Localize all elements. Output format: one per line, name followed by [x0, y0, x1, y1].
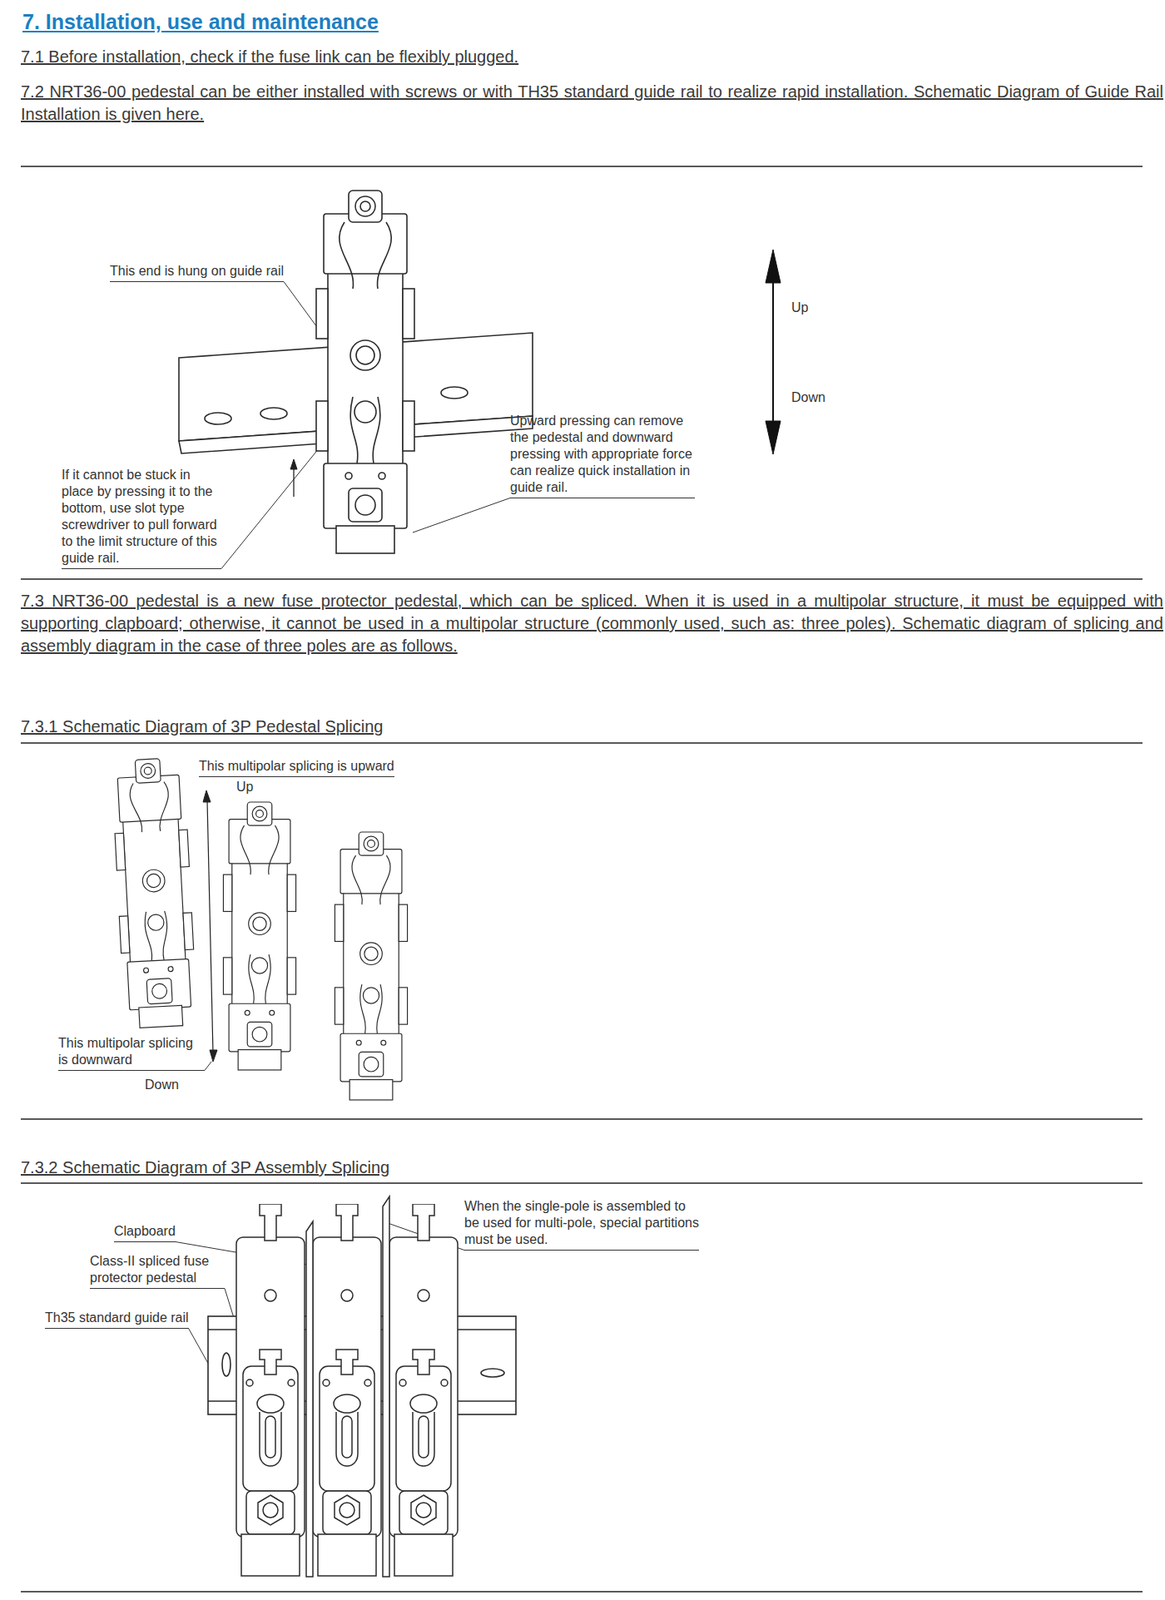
paragraph-text: 7.1 Before installation, check if the fu…	[20, 45, 1164, 69]
leader-line	[204, 1061, 212, 1071]
fuse-pedestal	[389, 1204, 458, 1577]
callout-text: Upward pressing can remove the pedestal …	[510, 412, 695, 499]
leader-line	[412, 498, 511, 534]
clapboard	[306, 1196, 390, 1577]
up-down-arrow	[765, 249, 781, 455]
callout-text: Clapboard	[114, 1223, 176, 1243]
fuse-pedestal	[236, 1204, 305, 1577]
leader-line	[221, 439, 327, 570]
paragraph-text: 7.2 NRT36-00 pedestal can be either inst…	[20, 80, 1164, 126]
direction-label: Up	[236, 778, 253, 796]
fuse-pedestal	[312, 1204, 382, 1577]
paragraph-text: 7.3 NRT36-00 pedestal is a new fuse prot…	[20, 589, 1164, 658]
fuse-pedestal	[316, 190, 415, 554]
callout-text: Th35 standard guide rail	[44, 1309, 189, 1329]
callout-text: If it cannot be stuck in place by pressi…	[61, 466, 222, 570]
section-heading: 7.3.1 Schematic Diagram of 3P Pedestal S…	[20, 715, 383, 739]
fuse-pedestal	[223, 802, 296, 1071]
splice-direction-arrow	[203, 790, 218, 1062]
callout-text: This end is hung on guide rail	[109, 262, 284, 283]
callout-text: When the single-pole is assembled to be …	[464, 1198, 699, 1251]
callout-text: Class-II spliced fuse protector pedestal	[89, 1253, 225, 1289]
fuse-pedestal	[334, 832, 407, 1101]
press-arrow	[290, 459, 298, 497]
section-rules	[20, 166, 1143, 1592]
callout-text: This multipolar splicing is upward	[198, 758, 395, 778]
callout-text: This multipolar splicing is downward	[58, 1035, 205, 1071]
section-title: 7. Installation, use and maintenance	[22, 9, 379, 35]
direction-label: Down	[791, 389, 826, 407]
fuse-pedestal	[111, 757, 199, 1029]
section-heading: 7.3.2 Schematic Diagram of 3P Assembly S…	[20, 1156, 390, 1180]
direction-label: Up	[791, 299, 809, 317]
direction-label: Down	[144, 1076, 179, 1094]
